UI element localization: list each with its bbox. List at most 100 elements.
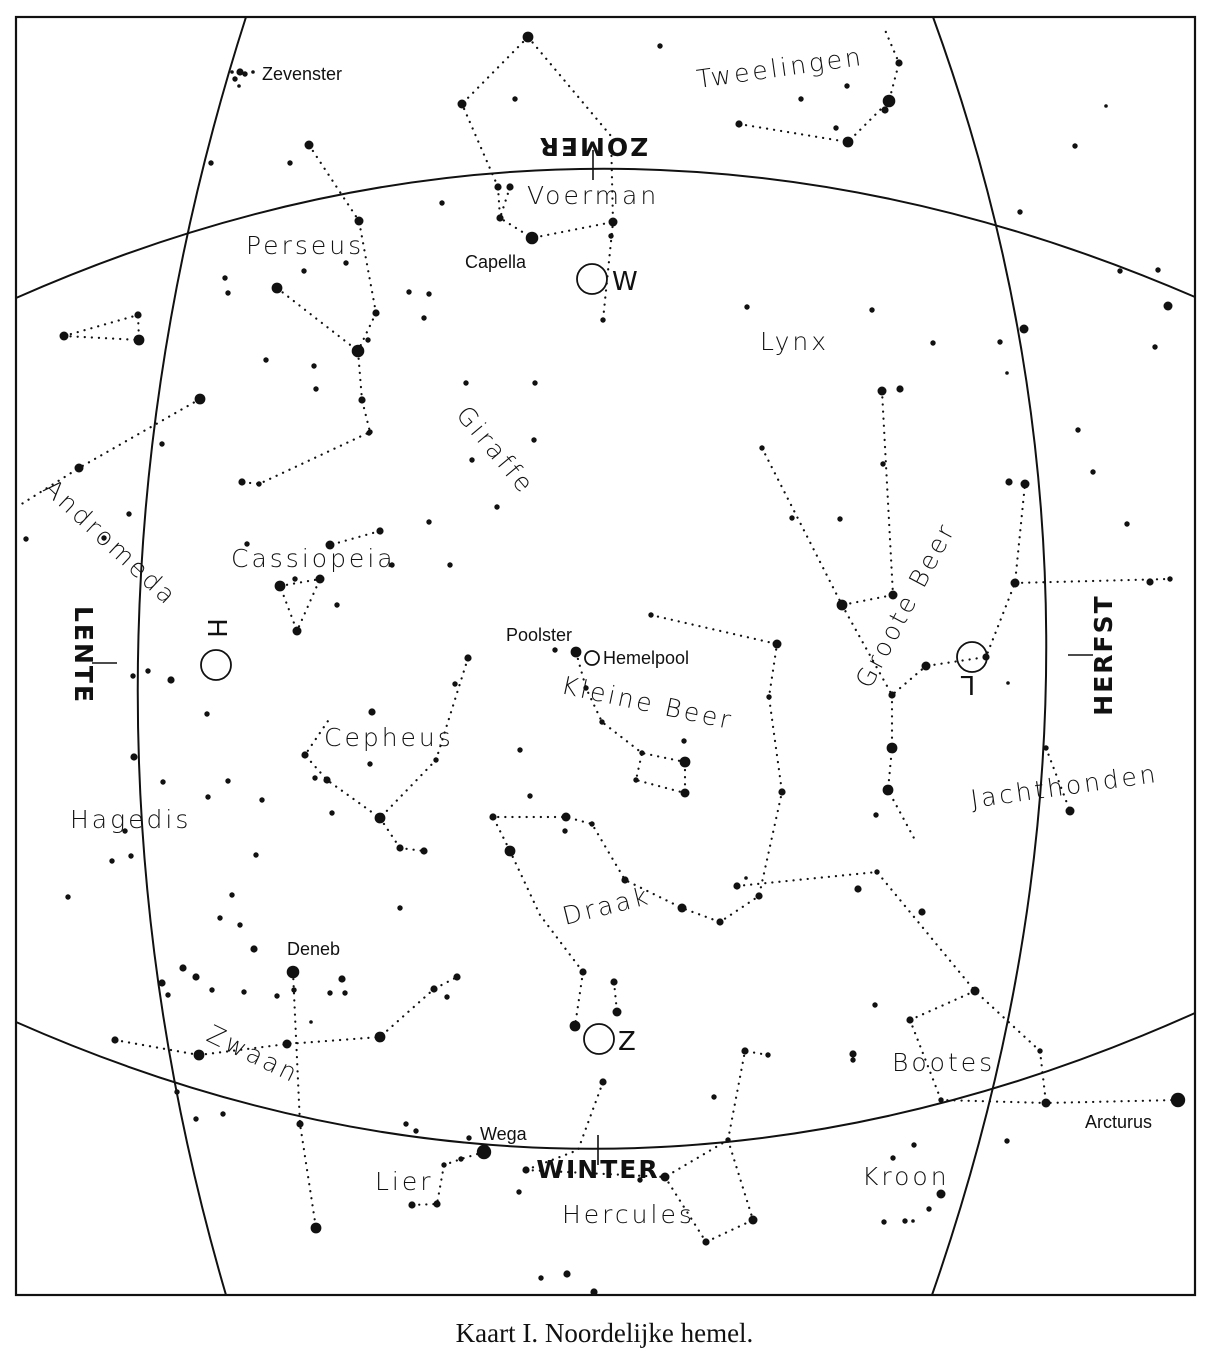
constellation-line: [303, 656, 470, 820]
star-dot: [1065, 806, 1075, 816]
star-dot: [241, 989, 247, 995]
star-dot: [599, 719, 605, 725]
star-label-poolster: Poolster: [506, 625, 572, 645]
star-dot: [1124, 521, 1130, 527]
star-dot: [463, 380, 469, 386]
star-dot: [469, 457, 475, 463]
star-dot: [309, 1020, 313, 1024]
marker-label-w: W: [612, 267, 638, 297]
star-dot: [744, 304, 750, 310]
star-dot: [1072, 143, 1078, 149]
star-dot: [494, 504, 500, 510]
constellation-line: [278, 577, 322, 634]
star-dot: [413, 1128, 419, 1134]
constellation-line: [612, 980, 619, 1014]
star-dot: [101, 535, 107, 541]
star-dot: [532, 380, 538, 386]
constellation-line: [840, 482, 1027, 697]
star-label-wega: Wega: [480, 1124, 528, 1144]
star-dot: [748, 1215, 758, 1225]
star-dot: [193, 1116, 199, 1122]
star-dot: [205, 794, 211, 800]
star-dot: [130, 673, 136, 679]
star-dot: [397, 905, 403, 911]
star-dot: [351, 344, 365, 358]
star-dot: [403, 1121, 409, 1127]
marker-circle-z: [583, 1023, 615, 1055]
constellation-line: [573, 970, 585, 1028]
star-dot: [982, 653, 990, 661]
star-dot: [842, 136, 854, 148]
star-dot: [111, 1036, 119, 1044]
star-dot: [160, 779, 166, 785]
star-dot: [890, 1155, 896, 1161]
star-dot: [657, 43, 663, 49]
star-dot: [217, 915, 223, 921]
star-dot: [441, 1162, 447, 1168]
constellation-label-lynx: Lynx: [760, 327, 829, 356]
star-dot: [334, 602, 340, 608]
star-dot: [301, 751, 309, 759]
constellation-label-cassiopeia: Cassiopeia: [231, 544, 396, 573]
star-dot: [936, 1189, 946, 1199]
star-dot: [126, 511, 132, 517]
star-dot: [489, 813, 497, 821]
star-dot: [312, 775, 318, 781]
star-dot: [911, 1142, 917, 1148]
constellation-line: [328, 529, 382, 547]
star-dot: [237, 922, 243, 928]
star-dot: [343, 260, 349, 266]
star-dot: [525, 231, 539, 245]
star-dot: [315, 574, 325, 584]
marker-circle-l: [956, 641, 988, 673]
star-dot: [296, 1120, 304, 1128]
star-dot: [1017, 209, 1023, 215]
star-dot: [873, 812, 879, 818]
star-dot: [561, 812, 571, 822]
star-name-labels: ZevensterCapellaPoolsterDenebWegaArcturu…: [262, 64, 1152, 1144]
star-label-arcturus: Arcturus: [1085, 1112, 1152, 1132]
star-dot: [836, 599, 848, 611]
star-dot: [244, 541, 250, 547]
constellation-label-draak: Draak: [559, 881, 653, 931]
star-dot: [145, 668, 151, 674]
star-dot: [271, 282, 283, 294]
constellation-label-giraffe: Giraffe: [450, 400, 540, 500]
star-dot: [621, 876, 629, 884]
star-dot: [759, 445, 765, 451]
star-dot: [711, 1094, 717, 1100]
ecliptic-arc-bottom: [15, 1012, 1196, 1150]
star-dot: [677, 903, 687, 913]
constellation-label-andromeda: Andromeda: [38, 473, 183, 611]
constellation-line: [886, 693, 917, 842]
marker-circle-h: [200, 649, 232, 681]
star-dot: [1146, 578, 1154, 586]
star-dot: [1005, 371, 1009, 375]
star-dot: [1020, 479, 1030, 489]
hemelpool-circle: [584, 650, 600, 666]
star-dot: [880, 461, 886, 467]
star-dot: [433, 757, 439, 763]
star-dot: [59, 331, 69, 341]
star-dot: [193, 1049, 205, 1061]
star-dot: [772, 639, 782, 649]
star-dot: [174, 1089, 180, 1095]
star-dot: [637, 1177, 643, 1183]
star-dot: [1163, 301, 1173, 311]
star-dot: [158, 979, 166, 987]
season-label-herfst: HERFST: [1089, 594, 1118, 715]
constellation-lines: [18, 28, 1180, 1244]
star-dot: [886, 742, 898, 754]
star-dot: [970, 986, 980, 996]
constellation-label-kroon: Kroon: [862, 1162, 950, 1191]
star-dot: [389, 562, 395, 568]
star-dot: [681, 738, 687, 744]
star-dot: [1005, 478, 1013, 486]
star-dot: [194, 393, 206, 405]
constellation-line: [240, 143, 378, 486]
star-dot: [421, 315, 427, 321]
star-dot: [755, 892, 763, 900]
star-dot: [327, 990, 333, 996]
star-dot: [895, 59, 903, 67]
constellation-line: [1044, 746, 1072, 813]
